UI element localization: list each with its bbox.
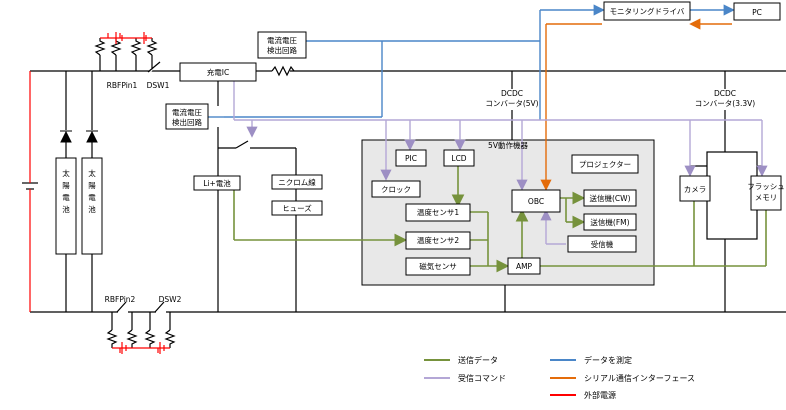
charge-ic-box <box>179 62 257 82</box>
solar-cell-2-box <box>81 157 103 255</box>
fuse-label: ヒューズ <box>282 203 312 213</box>
monitor-driver-label: モニタリングドライバ <box>610 6 685 16</box>
serial-interface-lines <box>540 18 732 191</box>
tx-cw-box <box>583 189 637 207</box>
dcdc-3v3-label-2: コンバータ(3.3V) <box>695 99 755 108</box>
rbfpin1-label: RBFPin1 <box>107 81 138 90</box>
cv-detect-bottom-label-1: 電流電圧 <box>172 107 202 117</box>
temp-sensor-1-box <box>405 203 471 222</box>
legend-label-measure-data: データを測定 <box>584 355 632 365</box>
solar-1-char-2: 陽 <box>62 181 70 190</box>
measurement-lines <box>208 4 735 120</box>
lcd-box <box>443 149 475 167</box>
flash-memory-box <box>750 175 782 211</box>
clock-box <box>371 180 421 198</box>
temp-sensor-1-label: 温度センサ1 <box>417 207 459 217</box>
5v-group-label: 5V動作機器 <box>488 140 528 150</box>
cv-detect-bottom-box <box>165 103 209 130</box>
temp-sensor-2-box <box>405 231 471 250</box>
transmit-data-lines <box>233 166 767 273</box>
component-boxes <box>55 1 782 276</box>
fuse-box <box>271 200 323 216</box>
solar-2-char-3: 電 <box>88 193 96 202</box>
li-battery-label: Li+電池 <box>203 178 231 188</box>
legend-label-external-power: 外部電源 <box>584 390 616 400</box>
tx-fm-label: 送信機(FM) <box>590 217 629 227</box>
projector-label: プロジェクター <box>579 160 631 169</box>
rx-box <box>567 235 637 253</box>
nichrome-box <box>271 174 323 190</box>
cv-detect-top-label-1: 電流電圧 <box>267 35 297 45</box>
dcdc-3v3-label-1: DCDC <box>714 89 736 98</box>
command-lines <box>233 80 768 245</box>
cv-detect-top-box <box>257 31 307 59</box>
rx-label: 受信機 <box>591 239 614 249</box>
monitoring-driver-box <box>603 1 691 21</box>
solar-1-char-3: 電 <box>62 193 70 202</box>
pic-label: PIC <box>405 154 417 163</box>
solar-1-char-1: 太 <box>62 168 70 178</box>
rbfpin2-label: RBFPin2 <box>105 295 136 304</box>
solar-2-char-2: 陽 <box>88 181 96 190</box>
charge-ic-label: 充電IC <box>207 67 229 77</box>
li-battery-box <box>193 175 241 191</box>
amp-box <box>507 257 541 275</box>
projector-box <box>571 154 639 174</box>
lcd-label: LCD <box>451 154 466 163</box>
mag-sensor-box <box>405 257 471 276</box>
legend: 送信データ データを測定 受信コマンド シリアル通信インターフェース 外部電源 <box>424 355 695 400</box>
cv-detect-bottom-label-2: 検出回路 <box>172 117 202 127</box>
dsw1-label: DSW1 <box>147 81 170 90</box>
obc-box <box>511 189 561 213</box>
solar-2-char-1: 太 <box>88 168 96 178</box>
legend-label-serial: シリアル通信インターフェース <box>584 373 695 383</box>
temp-sensor-2-label: 温度センサ2 <box>417 235 459 245</box>
dcdc-5v-label-2: コンバータ(5V) <box>485 99 538 108</box>
pc-box <box>733 2 781 21</box>
solar-2-char-4: 池 <box>88 204 96 214</box>
dcdc-5v-label-1: DCDC <box>501 89 523 98</box>
legend-label-receive-command: 受信コマンド <box>458 373 506 383</box>
obc-label: OBC <box>528 197 544 206</box>
camera-label: カメラ <box>684 185 707 194</box>
solar-1-char-4: 池 <box>62 204 70 214</box>
tx-fm-box <box>583 213 637 231</box>
nichrome-label: ニクロム線 <box>278 177 316 187</box>
mag-sensor-label: 磁気センサ <box>419 261 457 271</box>
camera-box <box>679 175 711 202</box>
cv-detect-top-label-2: 検出回路 <box>267 45 297 55</box>
diodes <box>60 130 98 143</box>
flash-memory-label-1: フラッシュ <box>747 182 785 191</box>
flash-memory-label-2: メモリ <box>755 193 778 202</box>
legend-label-transmit-data: 送信データ <box>458 355 498 365</box>
tx-cw-label: 送信機(CW) <box>589 193 630 203</box>
dsw2-label: DSW2 <box>159 295 182 304</box>
pc-label: PC <box>752 8 762 17</box>
amp-label: AMP <box>516 262 533 271</box>
pic-box <box>395 149 427 167</box>
solar-cell-1-box <box>55 157 77 255</box>
clock-label: クロック <box>381 185 411 194</box>
